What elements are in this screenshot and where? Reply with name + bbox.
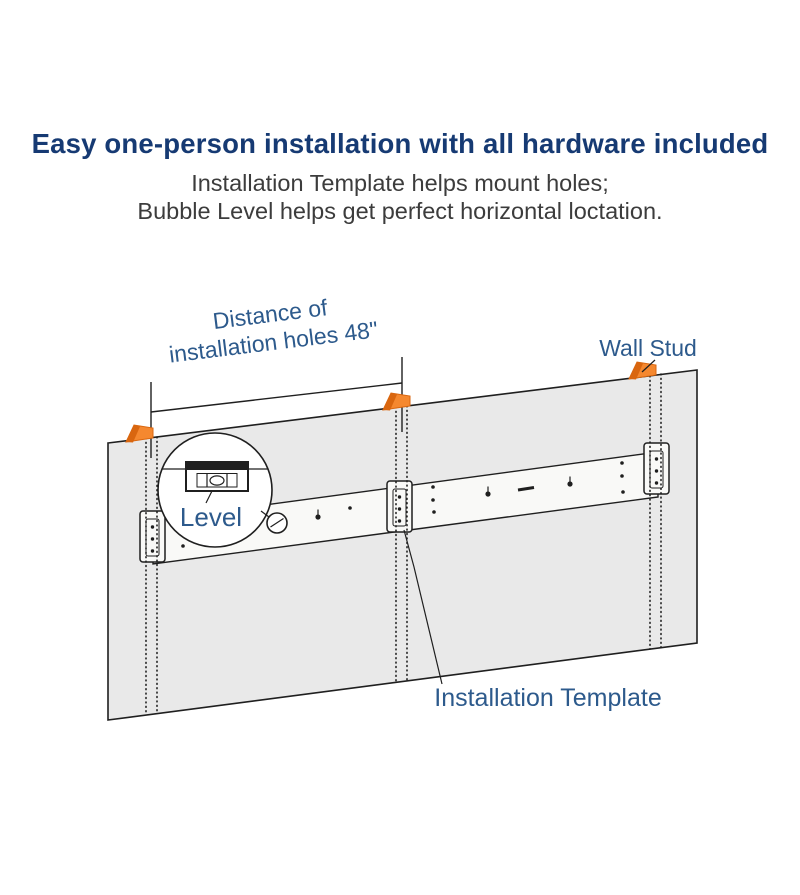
keyhole-slot [315, 509, 321, 520]
center-slot [517, 486, 535, 492]
level-connector-line [260, 510, 270, 518]
distance-label: Distance of installation holes 48" [168, 294, 380, 367]
level-callout: Level [157, 432, 288, 548]
installation-template-label: Installation Template [434, 684, 661, 712]
wall-stud-marker-middle [382, 392, 411, 411]
keyhole-slot [567, 476, 573, 487]
wall-stud-marker-left [125, 424, 154, 443]
subtitle-line-2: Bubble Level helps get perfect horizonta… [137, 198, 663, 224]
wall-stud-marker-right [628, 361, 657, 380]
rail-bracket-left [139, 510, 166, 563]
wall-stud-lines-right [649, 373, 662, 650]
template-leader-line [403, 529, 443, 685]
dimension-line [150, 382, 403, 413]
screw-icon [266, 512, 288, 534]
subtitle-line-1: Installation Template helps mount holes; [191, 170, 609, 196]
rail-bracket-middle [386, 480, 413, 533]
level-label: Level [180, 502, 242, 532]
rail-holes [181, 461, 625, 548]
rail-bracket-right [643, 442, 670, 495]
wall-stud-lines-middle [395, 405, 408, 683]
bubble-level-icon [185, 461, 249, 504]
page-title: Easy one-person installation with all ha… [31, 128, 769, 159]
wall-stud-lines-left [145, 436, 158, 716]
wall-stud-label: Wall Stud [599, 335, 697, 361]
keyhole-slot [485, 486, 491, 497]
wall-stud-leader-line [641, 359, 656, 373]
